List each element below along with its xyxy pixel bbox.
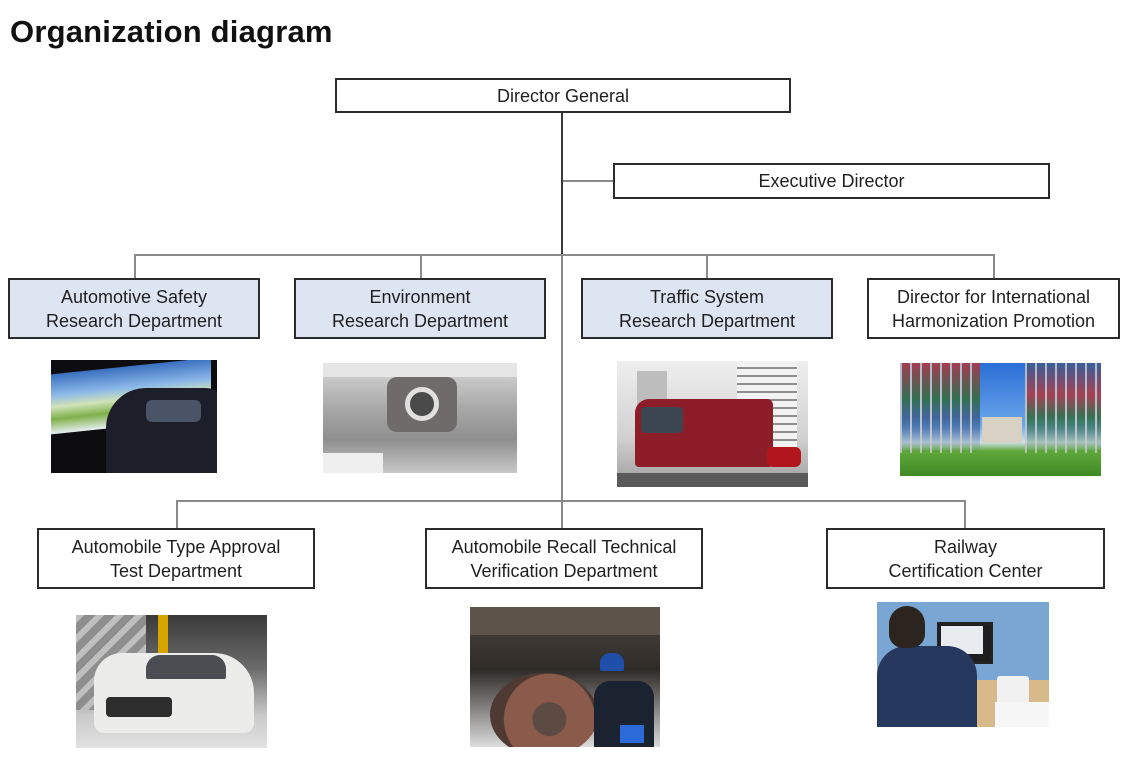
environment-research-box: Environment Research Department <box>294 278 546 339</box>
connector-research-3 <box>706 254 708 279</box>
page-title: Organization diagram <box>10 14 333 49</box>
tram-photo <box>617 361 808 487</box>
director-general-label: Director General <box>496 85 630 106</box>
connector-lower-3 <box>964 500 966 529</box>
box-label-line2: Research Department <box>45 310 223 331</box>
box-label-line1: Automotive Safety <box>60 286 208 307</box>
connector-research-1 <box>134 254 136 279</box>
wheel-inspection-photo <box>470 607 660 747</box>
traffic-system-research-box: Traffic System Research Department <box>581 278 833 339</box>
box-label-line1: Automobile Type Approval <box>71 536 281 557</box>
exhaust-pipe-photo <box>323 363 517 473</box>
box-label-line2: Test Department <box>109 560 243 581</box>
type-approval-test-box: Automobile Type Approval Test Department <box>37 528 315 589</box>
international-harmonization-box: Director for International Harmonization… <box>867 278 1120 339</box>
railway-certification-box: Railway Certification Center <box>826 528 1105 589</box>
box-label-line1: Traffic System <box>649 286 765 307</box>
executive-director-box: Executive Director <box>613 163 1050 199</box>
box-label-line1: Automobile Recall Technical <box>451 536 677 557</box>
director-general-box: Director General <box>335 78 791 113</box>
connector-trunk <box>561 111 563 255</box>
automotive-safety-research-box: Automotive Safety Research Department <box>8 278 260 339</box>
box-label-line2: Certification Center <box>888 560 1043 581</box>
box-label-line1: Director for International <box>896 286 1091 307</box>
box-label-line1: Environment <box>369 286 471 307</box>
connector-trunk-lower <box>561 255 563 529</box>
office-worker-computer-photo <box>877 602 1049 727</box>
crash-test-car-photo <box>76 615 267 748</box>
flags-avenue-photo <box>900 363 1101 476</box>
box-label-line2: Verification Department <box>470 560 658 581</box>
box-label-line2: Harmonization Promotion <box>891 310 1096 331</box>
box-label-line2: Research Department <box>331 310 509 331</box>
connector-executive <box>563 180 615 182</box>
box-label-line1: Railway <box>933 536 998 557</box>
connector-lower-bar <box>176 500 966 502</box>
executive-director-label: Executive Director <box>758 171 905 191</box>
recall-verification-box: Automobile Recall Technical Verification… <box>425 528 703 589</box>
connector-research-2 <box>420 254 422 279</box>
connector-lower-1 <box>176 500 178 529</box>
box-label-line2: Research Department <box>618 310 796 331</box>
connector-research-4 <box>993 254 995 279</box>
driving-simulator-photo <box>51 360 217 473</box>
connector-research-bar <box>134 254 995 256</box>
